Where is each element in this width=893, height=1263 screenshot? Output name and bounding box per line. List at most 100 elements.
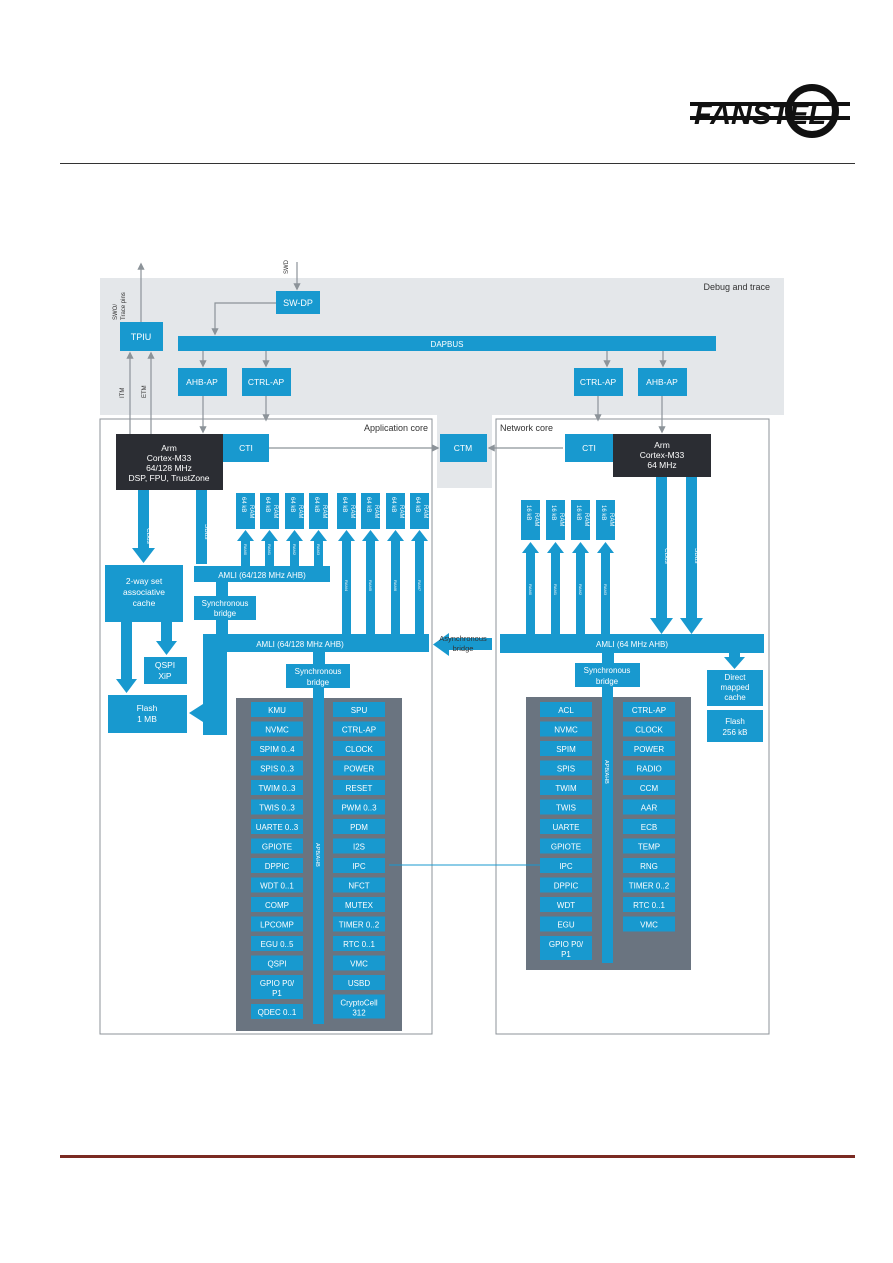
net-ram-label: RAM — [583, 513, 589, 526]
peripheral-block — [623, 819, 675, 834]
peripheral-block — [540, 780, 592, 795]
net-ram-block — [571, 500, 590, 540]
peripheral-block — [623, 741, 675, 756]
peripheral-block — [251, 741, 303, 756]
footer-rule — [60, 1155, 855, 1158]
peripheral-label: QDEC 0..1 — [258, 1008, 297, 1017]
brand-name: FANSTEL — [694, 99, 826, 131]
cache-to-flash — [121, 622, 132, 680]
net-apb-bus — [602, 687, 613, 963]
app-ram-block — [386, 493, 405, 529]
net-ram-port-label: RAM3 — [603, 584, 608, 596]
peripheral-label: ECB — [641, 823, 657, 832]
peripheral-label: GPIO P0/P1 — [549, 940, 584, 959]
peripheral-label: TIMER 0..2 — [629, 882, 670, 891]
async-bridge-line1: Asynchronous — [439, 634, 487, 643]
net-ram-size: 16 kB — [525, 505, 531, 520]
app-cti — [223, 434, 269, 462]
ram-port-6 — [391, 540, 400, 634]
net-ram-block — [596, 500, 615, 540]
peripheral-block — [251, 916, 303, 932]
peripheral-block — [251, 760, 303, 776]
app-ram-group-a: 64 kB RAM 64 kB RAM 64 kB RAM 64 kB RAM … — [236, 493, 328, 566]
ram-port-label: RAM3 — [316, 544, 321, 556]
peripheral-label: CTRL-AP — [342, 726, 376, 735]
net-ram-port — [526, 552, 535, 634]
app-bus-link-top — [216, 582, 228, 596]
net-cache-arrowhead — [724, 657, 745, 669]
app-ram-group-b: 64 kB RAM 64 kB RAM 64 kB RAM 64 kB RAM … — [337, 493, 429, 634]
peripheral-label: SPIS 0..3 — [260, 765, 294, 774]
app-ram-block — [410, 493, 429, 529]
peripheral-label: TWIS 0..3 — [259, 804, 295, 813]
app-sync-bridge-top-line2: bridge — [214, 609, 237, 618]
peripheral-block — [333, 936, 385, 951]
peripheral-label: SPIM — [556, 745, 576, 754]
app-cache-line3: cache — [133, 598, 156, 608]
net-flash-line2: 256 kB — [723, 728, 748, 737]
net-ram-size: 16 kB — [550, 505, 556, 520]
ram-port-label: RAM7 — [417, 580, 422, 592]
peripheral-label: TWIM — [555, 784, 577, 793]
app-cpu-line3: 64/128 MHz — [146, 463, 192, 473]
net-sbus-arrowhead — [680, 618, 703, 634]
ram-port-label: RAM4 — [344, 580, 349, 592]
ram-arrowhead — [362, 530, 379, 541]
peripheral-block — [540, 877, 592, 893]
peripheral-label: TWIS — [556, 804, 576, 813]
peripheral-label: RADIO — [636, 765, 661, 774]
peripheral-block — [251, 936, 303, 951]
net-ram-block — [546, 500, 565, 540]
peripheral-block — [540, 858, 592, 873]
etm-label: ETM — [142, 385, 148, 398]
fanstel-logo: FANSTEL — [690, 84, 850, 138]
peripheral-label: IPC — [352, 862, 366, 871]
peripheral-label: DPPIC — [265, 862, 290, 871]
tpiu-label: TPIU — [131, 332, 152, 342]
amli-to-flash-bus — [203, 652, 227, 735]
peripheral-label: POWER — [634, 745, 664, 754]
app-ram-label: RAM — [398, 505, 404, 518]
swo-label: SWO/ — [113, 304, 119, 320]
app-amli-top — [194, 566, 330, 582]
peripheral-label: I2S — [353, 843, 365, 852]
net-ram-label: RAM — [533, 513, 539, 526]
net-ahb-ap-label: AHB-AP — [646, 377, 678, 387]
debug-trace-region — [100, 278, 784, 488]
app-ram-size: 64 kB — [264, 497, 270, 512]
peripheral-label: ACL — [558, 706, 574, 715]
peripheral-block — [333, 819, 385, 834]
app-ram-label: RAM — [373, 505, 379, 518]
peripheral-block — [623, 702, 675, 717]
ram-arrowhead — [261, 530, 278, 541]
net-ram-port — [601, 552, 610, 634]
app-cache-line2: associative — [123, 587, 165, 597]
network-core-frame — [495, 418, 770, 1035]
net-ram-size: 16 kB — [575, 505, 581, 520]
peripheral-label: CTRL-AP — [632, 706, 666, 715]
app-ram-size: 64 kB — [365, 497, 371, 512]
ram-port-3 — [314, 540, 323, 566]
app-sbus-label: SBus — [203, 524, 210, 540]
app-sync-bridge — [286, 664, 350, 688]
app-ram-block — [337, 493, 356, 529]
peripheral-label: GPIO P0/P1 — [260, 979, 295, 998]
peripheral-label: GPIOTE — [262, 843, 292, 852]
ram-arrowhead — [286, 530, 303, 541]
net-cpu-line2: Cortex-M33 — [640, 450, 685, 460]
peripheral-block — [333, 994, 385, 1019]
async-bridge-bar — [448, 638, 492, 650]
app-ram-block — [309, 493, 328, 529]
app-ram-block — [236, 493, 255, 529]
peripheral-label: RTC 0..1 — [343, 940, 375, 949]
peripheral-label: USBD — [348, 979, 370, 988]
peripheral-block — [251, 955, 303, 971]
peripheral-label: IPC — [559, 862, 573, 871]
app-ram-label: RAM — [422, 505, 428, 518]
peripheral-block — [540, 721, 592, 737]
net-ctrl-ap-label: CTRL-AP — [580, 377, 617, 387]
net-cache-line3: cache — [724, 693, 746, 702]
peripheral-label: GPIOTE — [551, 843, 581, 852]
app-cache-line1: 2-way set — [126, 576, 163, 586]
